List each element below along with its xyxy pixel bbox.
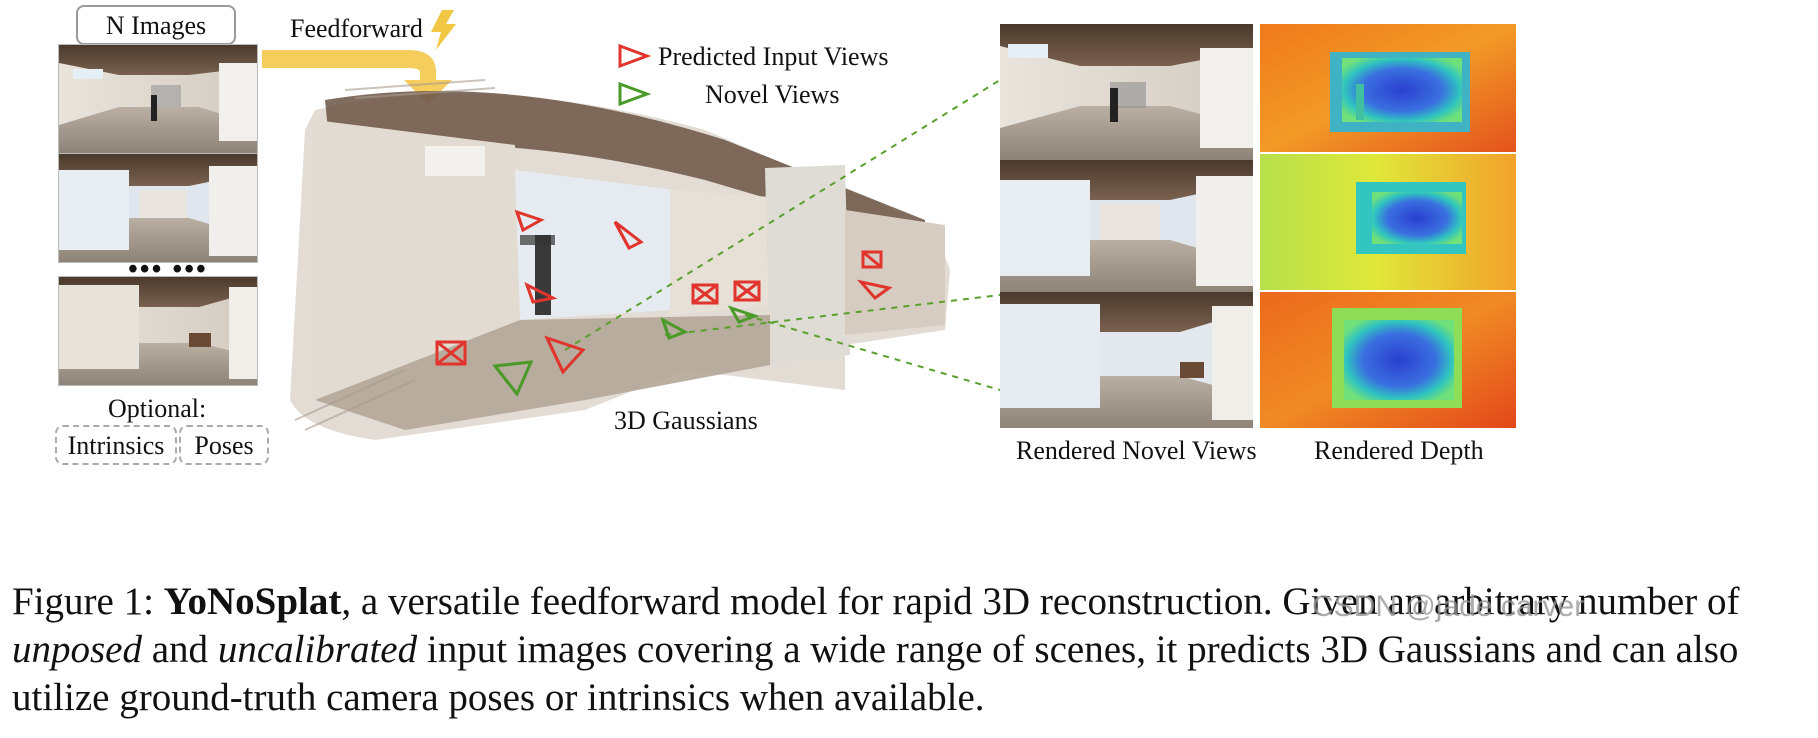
rendered-novel-view-2 (1000, 160, 1253, 292)
rendered-depth-label: Rendered Depth (1314, 436, 1484, 466)
poses-option: Poses (179, 425, 269, 465)
input-image-n (58, 276, 258, 386)
rendered-depth-2 (1260, 154, 1516, 290)
rendered-novel-view-1 (1000, 24, 1253, 160)
intrinsics-option: Intrinsics (55, 425, 177, 465)
gaussians-label: 3D Gaussians (614, 406, 758, 436)
rendered-novel-view-3 (1000, 292, 1253, 428)
input-image-1 (58, 44, 258, 154)
caption-figure-label: Figure 1: (12, 580, 164, 623)
rendered-depth-1 (1260, 24, 1516, 152)
caption-uncalibrated: uncalibrated (218, 628, 417, 671)
input-image-2 (58, 153, 258, 263)
lightning-icon (428, 10, 458, 50)
caption-text-2: and (142, 628, 218, 671)
optional-label: Optional: (108, 394, 206, 424)
gaussian-reconstruction (285, 70, 1005, 450)
n-images-label: N Images (76, 5, 236, 45)
caption-unposed: unposed (12, 628, 142, 671)
watermark: CSDN @jade carver (1312, 590, 1584, 624)
predicted-camera-legend-icon (617, 42, 653, 70)
rendered-novel-views-label: Rendered Novel Views (1016, 436, 1257, 466)
caption-model-name: YoNoSplat (164, 580, 342, 623)
legend-predicted-label: Predicted Input Views (658, 42, 888, 72)
rendered-depth-3 (1260, 292, 1516, 428)
